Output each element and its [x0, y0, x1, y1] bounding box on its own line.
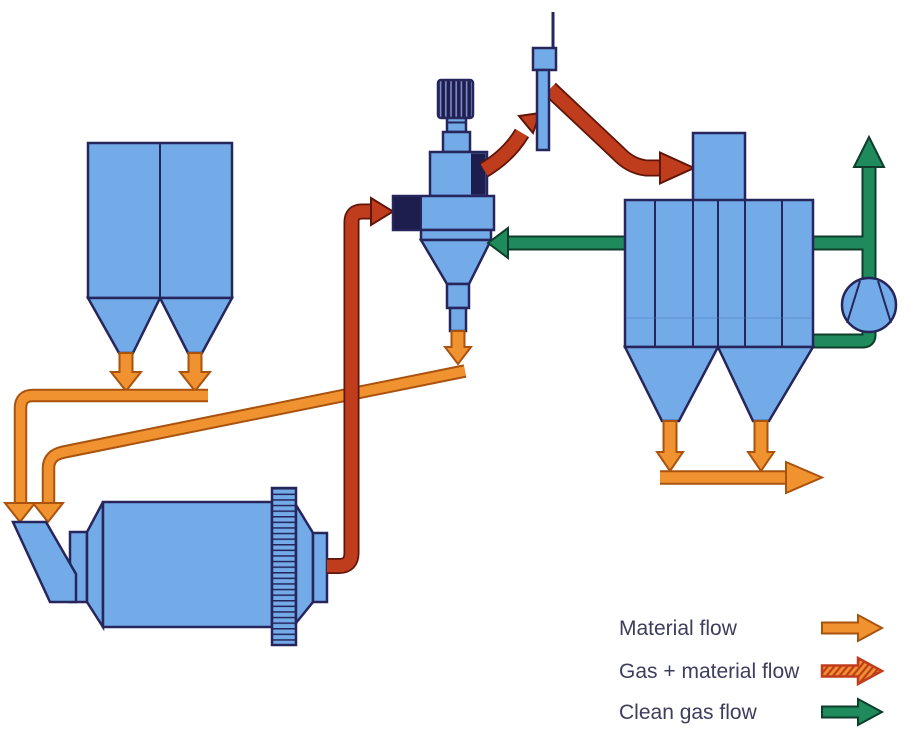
filter-hopper-left [622, 345, 721, 423]
dust-discharge-arrow-right [746, 420, 776, 473]
mill-feed-chute [11, 520, 78, 604]
duct-damper-to-filter [545, 84, 660, 175]
legend-label-material: Material flow [619, 617, 738, 640]
mill-feed-arrow-1 [2, 502, 38, 524]
hopper-discharge-arrow-left [108, 352, 144, 393]
separator-discharge-neck [448, 306, 468, 333]
mill-girth-gear [270, 486, 298, 647]
ball-mill [11, 486, 329, 647]
hopper-discharge-arrow-right [177, 352, 213, 393]
mill-feed-arrow-2 [30, 502, 66, 524]
separator [391, 78, 496, 333]
feed-hoppers [85, 141, 235, 355]
hopper-cone-left [85, 296, 163, 355]
separator-inlet-box [392, 195, 422, 231]
separator-inlet-arrow [370, 196, 395, 227]
legend-clean-gas-arrow-icon [821, 697, 885, 727]
feed-conveyor-line [15, 390, 208, 503]
coarse-return-line [43, 366, 466, 503]
legend-gas-material-arrow-icon [820, 655, 885, 687]
separator-motor [436, 78, 475, 120]
hopper-cone-right [157, 296, 235, 355]
filter-hopper-right [716, 345, 816, 423]
bag-filter [622, 131, 816, 423]
separator-cone-neck [445, 282, 471, 310]
fan-blade-right [877, 280, 892, 324]
duct-separator-to-damper [480, 129, 528, 176]
legend-label-clean-gas: Clean gas flow [619, 701, 758, 724]
mill-outlet-cone [294, 500, 315, 627]
separator-body-shadow [471, 153, 486, 195]
mill-inlet-cone [85, 501, 105, 632]
fan [840, 276, 898, 334]
separator-cone [418, 238, 494, 286]
fan-housing [840, 276, 898, 334]
legend: Material flow Gas + material flow Clean … [619, 613, 885, 727]
clean-gas-fan-duct [812, 165, 875, 347]
separator-flange [419, 228, 493, 242]
separator-shaft-collar [441, 130, 472, 154]
separator-shaft [445, 116, 468, 134]
mill-shell [101, 500, 274, 629]
filter-inlet-duct [691, 131, 747, 203]
recirculation-arrow [486, 226, 509, 260]
legend-material-arrow-icon [821, 613, 885, 643]
fan-blade-left [846, 280, 861, 324]
damper-valve [531, 12, 558, 152]
separator-coarse-arrow [442, 330, 474, 366]
product-out-arrow [785, 460, 825, 495]
damper-handle [531, 46, 558, 72]
mill-outlet-trunnion [311, 531, 329, 604]
damper-blade [535, 68, 551, 152]
stack-arrow [852, 134, 886, 168]
dust-discharge-arrow-left [655, 420, 685, 473]
duct-mill-to-separator [327, 205, 371, 573]
legend-label-gas-material: Gas + material flow [619, 660, 800, 683]
filter-inlet-arrow [659, 150, 697, 186]
